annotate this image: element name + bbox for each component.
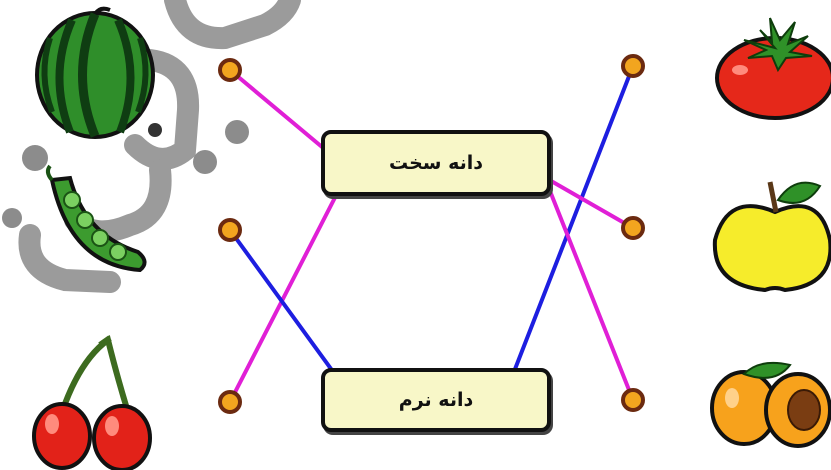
decorative-curves (18, 0, 301, 293)
line-pea-soft (228, 228, 352, 397)
cherry-icon (32, 334, 152, 470)
line-watermelon-hard (228, 68, 330, 154)
dot-watermelon (218, 58, 242, 82)
dot-tomato (621, 54, 645, 78)
apricot-icon (710, 361, 831, 448)
watermelon-icon (35, 6, 155, 139)
dot-pea (218, 218, 242, 242)
decorative-dots (2, 120, 249, 228)
soft-seed-label: دانه نرم (321, 368, 551, 432)
connection-dots (218, 54, 645, 414)
line-cherry-hard (228, 178, 346, 404)
line-tomato-soft (508, 64, 635, 384)
dot-apricot (621, 388, 645, 412)
tomato-icon (715, 17, 831, 120)
dot-cherry (218, 390, 242, 414)
apple-icon (712, 181, 831, 293)
dot-apple (621, 216, 645, 240)
pea-pod-icon (45, 164, 147, 273)
hard-seed-label: دانه سخت (321, 130, 551, 196)
connection-lines (228, 64, 635, 404)
line-apricot-hard (546, 184, 635, 402)
